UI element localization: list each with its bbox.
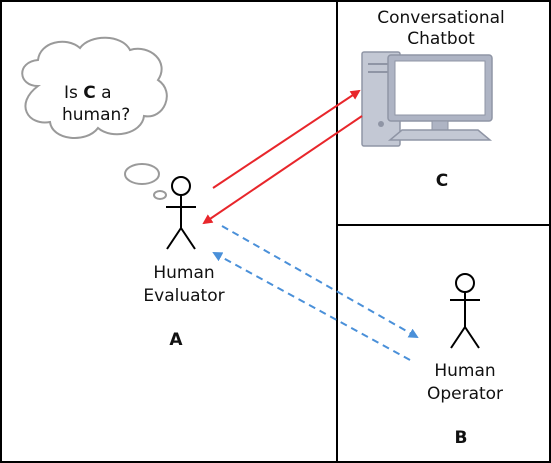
arrow-icon <box>212 252 411 361</box>
room-letter-b: B <box>454 428 468 448</box>
thought-line1-suffix: a <box>95 83 112 103</box>
arrow-icon <box>212 89 361 189</box>
evaluator-label-line2: Evaluator <box>143 286 225 306</box>
thought-line1-prefix: Is <box>64 83 84 103</box>
arrow-icon <box>202 115 363 225</box>
room-letter-a: A <box>169 330 183 350</box>
chatbot-label-line2: Chatbot <box>407 29 475 49</box>
thought-bubble-text: Is C a <box>64 82 112 104</box>
thought-bubble-icon <box>21 36 168 200</box>
arrow-icon <box>221 225 419 338</box>
room-letter-c: C <box>435 171 449 191</box>
operator-label-line1: Human <box>434 361 496 381</box>
evaluator-label-line1: Human <box>153 263 215 283</box>
stick-figure-icon <box>450 273 480 349</box>
stick-figure-icon <box>166 176 196 250</box>
chatbot-label-line1: Conversational <box>377 8 505 28</box>
operator-label-line2: Operator <box>426 384 504 404</box>
thought-line2: human? <box>62 105 131 125</box>
desktop-computer-icon <box>361 51 493 147</box>
thought-line1-bold: C <box>83 83 96 103</box>
